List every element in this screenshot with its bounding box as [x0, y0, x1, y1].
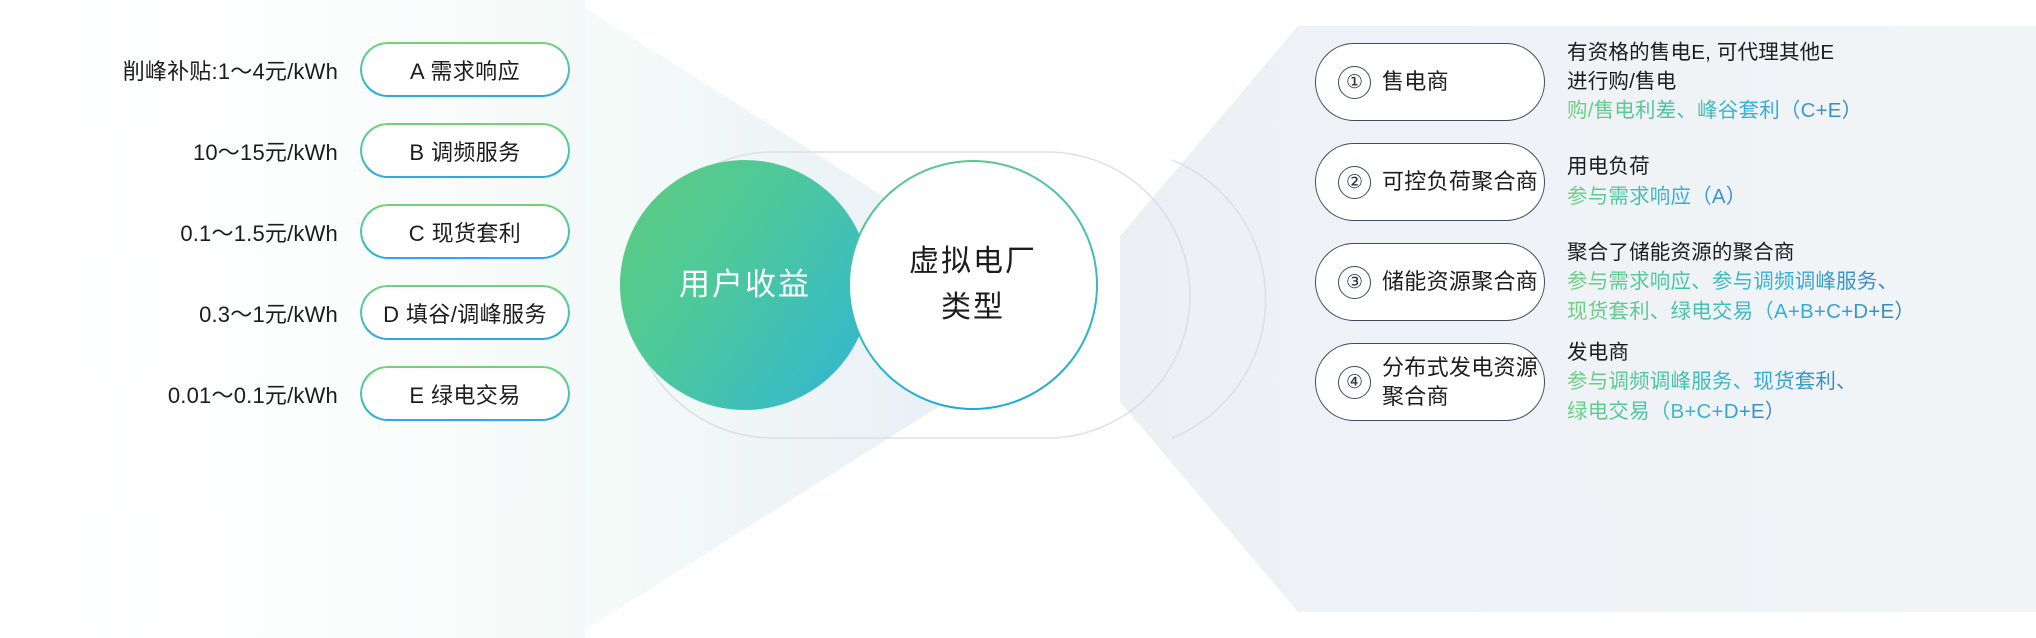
desc-line: 用电负荷 [1567, 155, 1650, 179]
list-item: 0.3～1元/kWh D 填谷/调峰服务 [0, 285, 570, 340]
user-revenue-circle: 用户收益 [620, 160, 870, 410]
highlight-line: 参与需求响应、参与调频调峰服务、 [1567, 267, 1898, 297]
vpp-type-pill-2-label: 可控负荷聚合商 [1382, 169, 1539, 195]
highlight-line: 现货套利、绿电交易（A+B+C+D+E） [1567, 297, 1915, 327]
desc-line: 进行购/售电 [1567, 70, 1677, 94]
service-pill-e[interactable]: E 绿电交易 [360, 366, 570, 421]
index-badge-4: ④ [1338, 365, 1371, 399]
list-item: ② 可控负荷聚合商 用电负荷 参与需求响应（A） [1315, 136, 2035, 228]
vpp-type-circle-label: 虚拟电厂 类型 [909, 239, 1037, 332]
user-revenue-circle-label: 用户收益 [679, 267, 811, 303]
vpp-type-circle: 虚拟电厂 类型 [848, 160, 1098, 410]
vpp-type-line1: 虚拟电厂 [909, 244, 1037, 278]
highlight-line: 绿电交易（B+C+D+E） [1567, 397, 1785, 427]
vpp-type-list: ① 售电商 有资格的售电E, 可代理其他E 进行购/售电 购/售电利差、峰谷套利… [1315, 36, 2035, 436]
list-item: ③ 储能资源聚合商 聚合了储能资源的聚合商 参与需求响应、参与调频调峰服务、 现… [1315, 236, 2035, 328]
vpp-type-pill-1[interactable]: ① 售电商 [1315, 43, 1545, 121]
service-pill-a[interactable]: A 需求响应 [360, 42, 570, 97]
price-label-a: 削峰补贴:1～4元/kWh [122, 58, 338, 84]
price-label-c: 0.1～1.5元/kWh [180, 220, 338, 246]
service-pill-b[interactable]: B 调频服务 [360, 123, 570, 178]
desc-line: 聚合了储能资源的聚合商 [1567, 240, 1795, 264]
highlight-line: 购/售电利差、峰谷套利（C+E） [1567, 96, 1862, 126]
vpp-type-pill-3-label: 储能资源聚合商 [1382, 269, 1539, 295]
vpp-type-pill-3[interactable]: ③ 储能资源聚合商 [1315, 243, 1545, 321]
index-badge-1: ① [1338, 65, 1371, 99]
highlight-line: 参与需求响应（A） [1567, 182, 1746, 212]
list-item: 0.01～0.1元/kWh E 绿电交易 [0, 366, 570, 421]
price-label-e: 0.01～0.1元/kWh [167, 382, 338, 408]
center-venn: 用户收益 虚拟电厂 类型 [620, 160, 1180, 430]
service-pill-d-label: D 填谷/调峰服务 [383, 301, 547, 327]
desc-line: 有资格的售电E, 可代理其他E [1567, 40, 1835, 64]
list-item: ④ 分布式发电资源 聚合商 发电商 参与调频调峰服务、现货套利、 绿电交易（B+… [1315, 336, 2035, 428]
vpp-type-pill-1-label: 售电商 [1382, 69, 1449, 95]
service-pill-e-label: E 绿电交易 [409, 382, 521, 408]
service-pill-a-label: A 需求响应 [410, 58, 520, 84]
vpp-type-pill-4-line1: 分布式发电资源 [1382, 354, 1539, 380]
service-pill-d[interactable]: D 填谷/调峰服务 [360, 285, 570, 340]
vpp-type-description-4: 发电商 参与调频调峰服务、现货套利、 绿电交易（B+C+D+E） [1567, 338, 2035, 427]
price-label-b: 10～15元/kWh [192, 139, 338, 165]
service-pill-c[interactable]: C 现货套利 [360, 204, 570, 259]
vpp-type-pill-4[interactable]: ④ 分布式发电资源 聚合商 [1315, 343, 1545, 421]
service-pill-b-label: B 调频服务 [409, 139, 521, 165]
vpp-type-pill-4-label: 分布式发电资源 聚合商 [1382, 353, 1538, 411]
price-label-d: 0.3～1元/kWh [199, 301, 338, 327]
vpp-type-pill-4-line2: 聚合商 [1382, 384, 1449, 409]
user-revenue-list: 削峰补贴:1～4元/kWh A 需求响应 10～15元/kWh B 调频服务 0… [0, 42, 570, 447]
list-item: 10～15元/kWh B 调频服务 [0, 123, 570, 178]
vpp-type-description-3: 聚合了储能资源的聚合商 参与需求响应、参与调频调峰服务、 现货套利、绿电交易（A… [1567, 238, 2035, 327]
vpp-type-description-2: 用电负荷 参与需求响应（A） [1567, 152, 2035, 211]
vpp-type-description-1: 有资格的售电E, 可代理其他E 进行购/售电 购/售电利差、峰谷套利（C+E） [1567, 38, 2035, 126]
vpp-type-line2: 类型 [941, 291, 1005, 324]
highlight-line: 参与调频调峰服务、现货套利、 [1567, 367, 1857, 397]
desc-line: 发电商 [1567, 340, 1630, 364]
service-pill-c-label: C 现货套利 [408, 220, 522, 246]
index-badge-2: ② [1338, 165, 1371, 199]
list-item: ① 售电商 有资格的售电E, 可代理其他E 进行购/售电 购/售电利差、峰谷套利… [1315, 36, 2035, 128]
list-item: 0.1～1.5元/kWh C 现货套利 [0, 204, 570, 259]
vpp-type-pill-2[interactable]: ② 可控负荷聚合商 [1315, 143, 1545, 221]
index-badge-3: ③ [1338, 265, 1371, 299]
list-item: 削峰补贴:1～4元/kWh A 需求响应 [0, 42, 570, 97]
